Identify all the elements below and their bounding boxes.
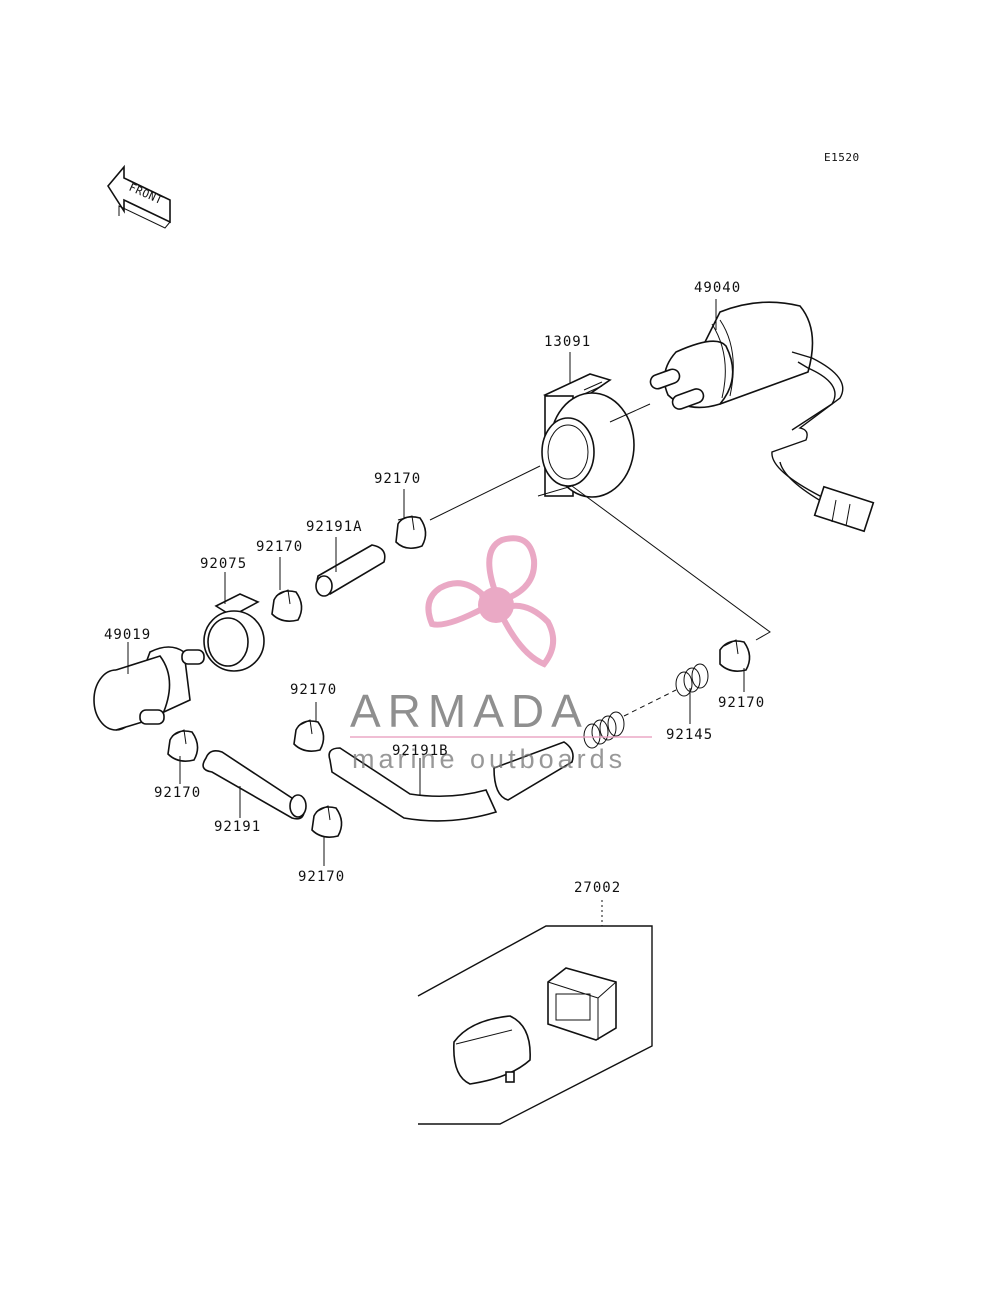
front-arrow-icon: FRONT [107, 164, 171, 229]
fuel-filter [93, 642, 205, 731]
label-13091: 13091 [544, 334, 591, 350]
label-92075: 92075 [200, 556, 247, 572]
connector-kit [417, 900, 653, 1125]
label-27002: 27002 [574, 880, 621, 896]
label-92145: 92145 [666, 727, 713, 743]
hose-clip [167, 729, 199, 784]
filter-bracket [203, 572, 265, 672]
hose-92191a [315, 537, 386, 597]
hose-clip [311, 805, 343, 866]
hose-clip [395, 489, 427, 550]
label-92170: 92170 [298, 869, 345, 885]
label-92170: 92170 [374, 471, 421, 487]
label-92170: 92170 [154, 785, 201, 801]
hose-clip [719, 639, 751, 692]
label-92170: 92170 [290, 682, 337, 698]
armada-logo: ARMADA marine outboards [350, 535, 652, 774]
hose-92191 [202, 750, 307, 820]
hose-clip [293, 702, 325, 752]
label-92191b: 92191B [392, 743, 449, 759]
label-92191a: 92191A [306, 519, 363, 535]
hose-clip [271, 557, 303, 622]
label-49040: 49040 [694, 280, 741, 296]
diagram-code: E1520 [824, 151, 860, 164]
spring-92145 [583, 663, 709, 749]
propeller-icon [425, 535, 557, 668]
pump-bracket [541, 352, 635, 498]
fuel-pump [649, 299, 875, 533]
label-92170: 92170 [718, 695, 765, 711]
hose-92191b [328, 741, 574, 822]
label-92170: 92170 [256, 539, 303, 555]
watermark-title: ARMADA [350, 685, 589, 737]
label-92191: 92191 [214, 819, 261, 835]
label-49019: 49019 [104, 627, 151, 643]
watermark-subtitle: marine outboards [352, 744, 626, 774]
